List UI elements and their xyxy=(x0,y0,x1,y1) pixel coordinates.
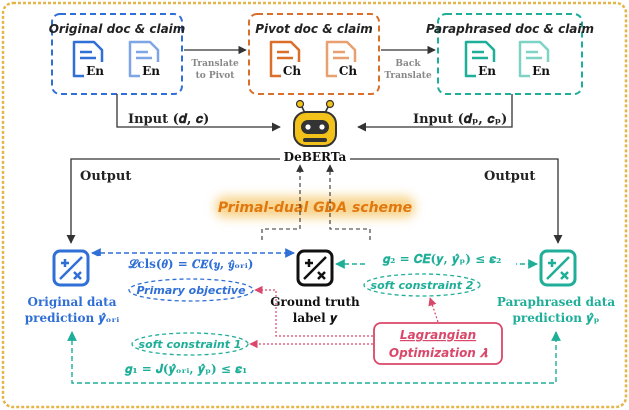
ground-truth-line1: Ground truth xyxy=(270,295,360,309)
doc-lang-label-ch: Ch xyxy=(283,64,302,78)
gda-scheme-label: Primal-dual GDA scheme xyxy=(218,200,412,216)
ground-truth-line2: label 𝒚 xyxy=(293,311,338,326)
input-left-arrow xyxy=(116,94,281,132)
input-left-label: Input (𝒅, 𝒄) xyxy=(128,112,209,127)
original-prediction-line2: prediction 𝒚̂ₒᵣᵢ xyxy=(25,311,120,326)
translate-label-1: Translate xyxy=(191,59,239,69)
translate-label-2: to Pivot xyxy=(196,71,236,81)
english-claim-icon: En xyxy=(128,40,162,78)
lagrangian-to-sc2-arrow xyxy=(428,297,439,323)
pivot-doc-title: Pivot doc & claim xyxy=(255,22,373,36)
chinese-claim-icon: Ch xyxy=(325,40,359,78)
model-name: DeBERTa xyxy=(284,150,347,164)
back-translate-label-1: Back xyxy=(395,59,421,69)
g2-formula: 𝒈₂ = 𝑪𝑬(𝒚, 𝒚̂ₚ) ≤ 𝜺₂ xyxy=(382,252,502,267)
original-prediction-icon xyxy=(52,249,90,287)
paraphrased-doc-box xyxy=(437,13,583,95)
pivot-doc-group: Pivot doc & claim Ch Ch xyxy=(248,13,380,95)
input-right-label: Input (𝒅ₚ, 𝒄ₚ) xyxy=(413,112,507,127)
paraphrased-doc-title: Paraphrased doc & claim xyxy=(426,22,594,36)
doc-lang-label-para: En xyxy=(478,64,496,78)
robot-icon xyxy=(293,99,337,147)
output-right-arrow xyxy=(350,158,563,244)
paraphrased-prediction-icon xyxy=(539,249,577,287)
lagrangian-line1: Lagrangian xyxy=(400,328,476,342)
soft-constraint-2-ellipse xyxy=(363,273,481,297)
paraphrased-prediction-line1: Paraphrased data xyxy=(497,295,615,309)
claim-lang-label-para: En xyxy=(532,64,550,78)
ground-truth-icon xyxy=(296,249,334,287)
english-doc-icon: En xyxy=(72,40,106,78)
back-translate-label-2: Translate xyxy=(384,71,432,81)
claim-lang-label-ch: Ch xyxy=(339,64,358,78)
paraphrased-prediction-line2: prediction 𝒚̂ₚ xyxy=(513,311,600,326)
feedback-arrow-left xyxy=(261,164,304,240)
original-doc-box xyxy=(51,13,183,95)
lagrangian-line2: Optimization 𝝀 xyxy=(389,346,488,360)
paraphrased-claim-icon: En xyxy=(518,40,552,78)
original-prediction-line1: Original data xyxy=(27,295,116,309)
claim-lang-label: En xyxy=(142,64,160,78)
soft-constraint-1-label: soft constraint 1 xyxy=(139,338,242,351)
pivot-doc-box xyxy=(248,13,380,95)
gda-glow xyxy=(215,196,415,218)
paraphrased-doc-group: Paraphrased doc & claim En En xyxy=(426,13,594,95)
original-doc-group: Original doc & claim En En xyxy=(49,13,186,95)
soft-constraint-2-label: soft constraint 2 xyxy=(371,279,474,292)
original-doc-title: Original doc & claim xyxy=(49,22,186,36)
loss-cls-formula: 𝓛cls(𝜽) = 𝑪𝑬(𝒚, 𝒚̂ₒᵣᵢ) xyxy=(128,257,254,271)
output-right-label: Output xyxy=(484,169,535,184)
paraphrased-doc-icon: En xyxy=(464,40,498,78)
input-right-arrow xyxy=(357,94,513,132)
g1-formula: 𝒈₁ = 𝑱(𝒚̂ₒᵣᵢ, 𝒚̂ₚ) ≤ 𝜺₁ xyxy=(124,362,248,377)
primary-objective-label: Primary objective xyxy=(136,284,246,297)
output-left-label: Output xyxy=(80,169,131,184)
doc-lang-label: En xyxy=(86,64,104,78)
feedback-arrow-right xyxy=(326,164,371,240)
g1-loop-arrow xyxy=(67,331,561,384)
chinese-doc-icon: Ch xyxy=(269,40,303,78)
primary-objective-ellipse xyxy=(128,278,254,302)
output-left-arrow xyxy=(66,158,280,244)
